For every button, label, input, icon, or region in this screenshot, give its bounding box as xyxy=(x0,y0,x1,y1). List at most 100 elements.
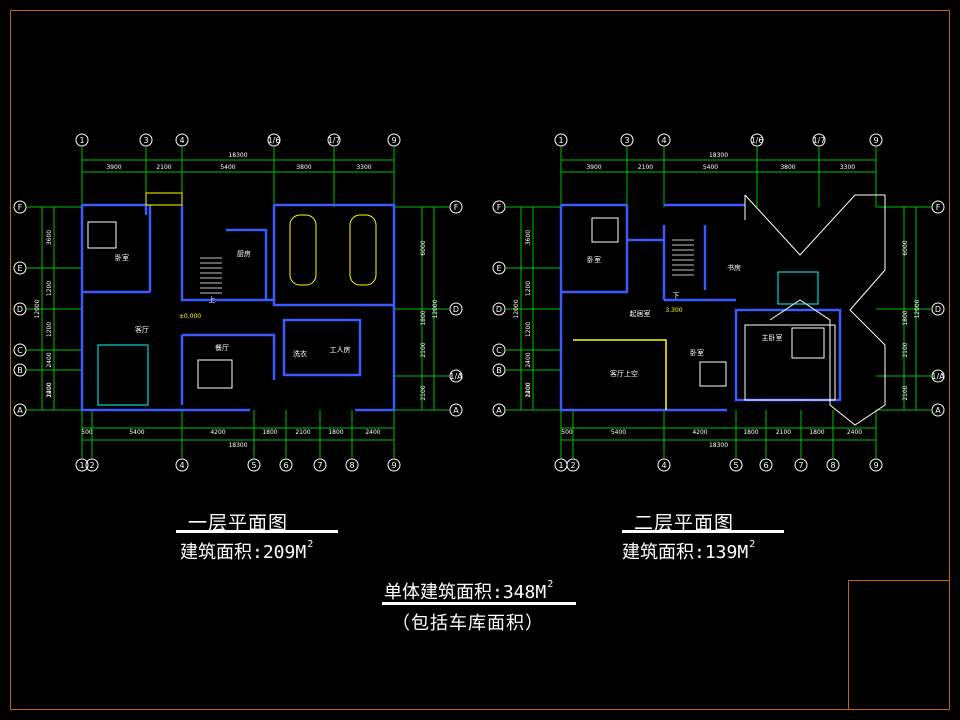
grid-bottom-5-circle xyxy=(313,458,327,472)
grid-left-1-circle xyxy=(492,261,506,275)
dim-left-2: 1200 xyxy=(525,322,532,337)
grid-bottom-2-label: 4 xyxy=(661,461,666,470)
bed-icon xyxy=(591,217,619,243)
dim-right-3: 2100 xyxy=(902,385,909,400)
grid-top-4-circle xyxy=(327,133,341,147)
grid-bottom-2-circle xyxy=(657,458,671,472)
second-floor-area-sup: 2 xyxy=(749,539,756,550)
grid-bottom-1-label: 2 xyxy=(570,461,575,470)
dim-top-1: 2100 xyxy=(638,164,653,171)
dim-right-2: 2100 xyxy=(420,342,427,357)
dim-right-1: 1800 xyxy=(902,310,909,325)
grid-left-1-label: E xyxy=(496,264,501,273)
grid-bottom-3-label: 5 xyxy=(251,461,256,470)
grid-top-0-label: 1 xyxy=(558,136,563,145)
room-label-1: 厨房 xyxy=(237,249,251,258)
grid-bottom-2-circle xyxy=(175,458,189,472)
grid-top-5-label: 9 xyxy=(391,136,396,145)
dim-total-top: 18300 xyxy=(709,152,728,159)
grid-top-3-circle xyxy=(267,133,281,147)
interior-wall xyxy=(561,205,842,402)
grid-right-0-label: F xyxy=(936,203,941,212)
grid-left-0-label: F xyxy=(497,203,502,212)
exterior-wall xyxy=(559,203,745,412)
grid-left-5-circle xyxy=(13,403,27,417)
dim-left-0: 3600 xyxy=(46,230,53,245)
dim-bottom-0: 500 xyxy=(81,429,93,436)
dim-top-0: 3900 xyxy=(106,164,121,171)
level-mark: ±0.000 xyxy=(179,313,201,320)
grid-left-3-label: C xyxy=(496,346,502,355)
dim-bottom-6: 2400 xyxy=(365,429,380,436)
grid-right-3-label: A xyxy=(935,406,941,415)
dim-total-top: 18300 xyxy=(228,152,247,159)
grid-top-2-label: 4 xyxy=(661,136,666,145)
dim-left-2: 1200 xyxy=(46,322,53,337)
grid-right-2-circle xyxy=(931,369,945,383)
dim-bottom-1: 5400 xyxy=(611,429,626,436)
grid-bottom-1-circle xyxy=(85,458,99,472)
grid-left-3-label: C xyxy=(17,346,23,355)
first-floor-area: 建筑面积:209M2 xyxy=(180,538,313,564)
first-floor-title: 一层平面图 xyxy=(188,512,289,534)
grid-bottom-6-circle xyxy=(345,458,359,472)
dim-left-0: 3600 xyxy=(525,230,532,245)
grid-left-5-circle xyxy=(492,403,506,417)
grid-bottom-7-label: 9 xyxy=(873,461,878,470)
roof-master xyxy=(744,324,836,401)
total-area-note: （包括车库面积） xyxy=(392,613,544,634)
grid-right-2-circle xyxy=(449,369,463,383)
grid-bottom-4-circle xyxy=(279,458,293,472)
grid-top-1-label: 3 xyxy=(143,136,148,145)
room-label-5: 客厅上空 xyxy=(610,369,638,378)
dim-bottom-3: 1800 xyxy=(262,429,277,436)
grid-left-5-label: A xyxy=(496,406,502,415)
room-label-0: 卧室 xyxy=(115,253,129,262)
grid-bottom-7-circle xyxy=(387,458,401,472)
bath-fixture-icon xyxy=(777,271,819,305)
roof-outline xyxy=(744,194,886,426)
total-area-underline xyxy=(382,602,576,605)
dining-table-icon xyxy=(197,359,233,389)
room-label-5: 工人房 xyxy=(330,345,351,354)
entrance-canopy xyxy=(145,192,183,206)
grid-right-1-label: D xyxy=(935,305,941,314)
grid-bottom-1-circle xyxy=(566,458,580,472)
interior-wall xyxy=(82,205,276,405)
bed-icon xyxy=(87,221,117,249)
grid-bottom-6-label: 8 xyxy=(830,461,835,470)
dim-bottom-4: 2100 xyxy=(295,429,310,436)
grid-top-5-circle xyxy=(869,133,883,147)
dim-left-1: 1200 xyxy=(525,281,532,296)
dim-left-5: 2400 xyxy=(46,382,53,397)
grid-bottom-5-label: 7 xyxy=(798,461,803,470)
dim-left-5: 2400 xyxy=(525,382,532,397)
grid-right-2-label: 1/A xyxy=(931,372,945,381)
grid-left-3-circle xyxy=(492,343,506,357)
drawing-frame xyxy=(10,10,950,710)
room-label-4: 卧室 xyxy=(690,348,704,357)
grid-left-2-label: D xyxy=(496,305,502,314)
service-wall xyxy=(282,318,362,377)
room-label-3: 主卧室 xyxy=(762,333,783,342)
dim-right-total: 12000 xyxy=(432,299,439,318)
garage-wall xyxy=(272,203,396,412)
dim-left-1: 1200 xyxy=(46,281,53,296)
dim-top-3: 3800 xyxy=(780,164,795,171)
second-floor-title: 二层平面图 xyxy=(634,512,735,534)
dim-total-bottom: 18300 xyxy=(709,442,728,449)
room-label-2: 客厅 xyxy=(135,325,149,334)
dim-total-bottom: 18300 xyxy=(228,442,247,449)
dim-top-4: 3300 xyxy=(840,164,855,171)
room-label-2: 起居室 xyxy=(630,309,651,318)
grid-bottom-0-label: 1 xyxy=(79,461,84,470)
dim-bottom-2: 4200 xyxy=(692,429,707,436)
grid-left-3-circle xyxy=(13,343,27,357)
grid-bottom-1-label: 2 xyxy=(89,461,94,470)
grid-top-3-label: 1/6 xyxy=(751,136,764,145)
grid-left-2-circle xyxy=(492,302,506,316)
dim-right-1: 1800 xyxy=(420,310,427,325)
grid-bottom-4-circle xyxy=(759,458,773,472)
dim-left-4: 1200 xyxy=(46,382,53,397)
